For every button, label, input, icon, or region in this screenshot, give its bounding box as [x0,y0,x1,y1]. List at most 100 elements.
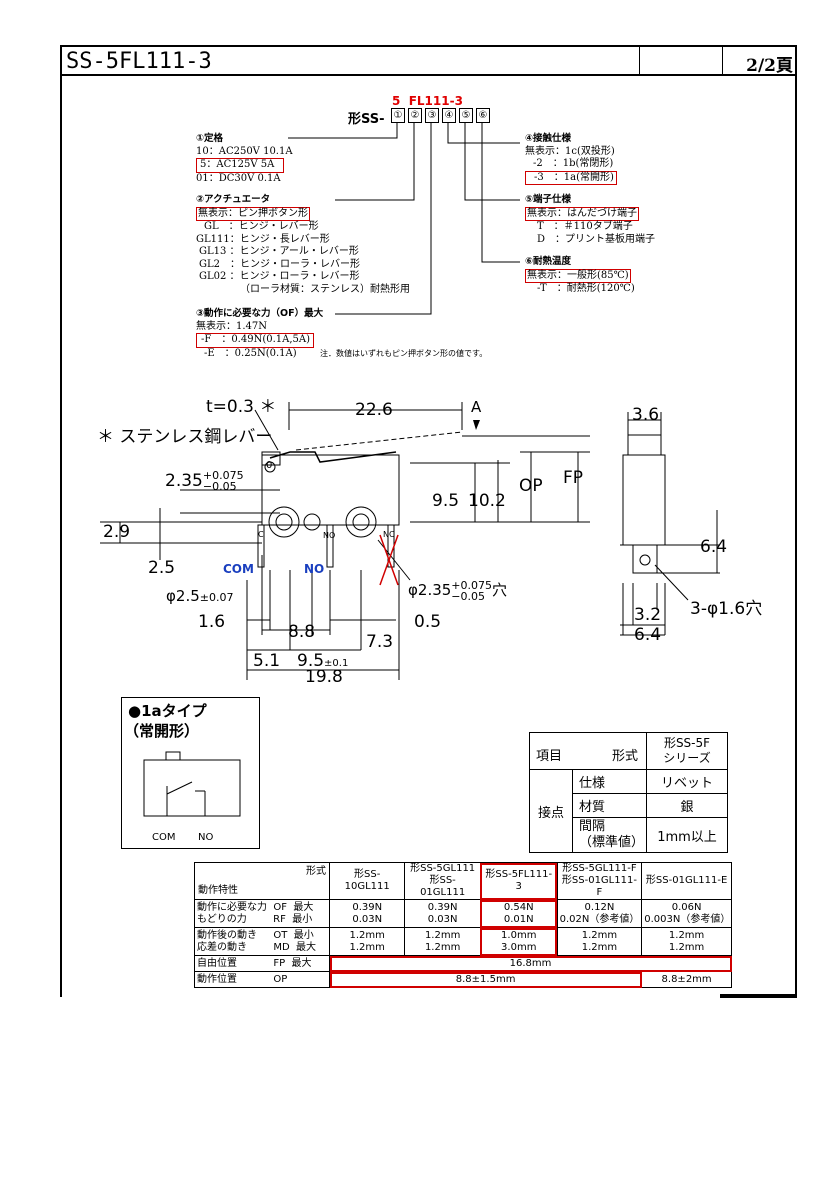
nc-small-label: NC [383,530,395,539]
actuator-line-1: 無表示：ピン押ボタン形 [196,206,310,221]
char-row-2-cell-1: 1.2mm 1.2mm [328,927,406,956]
char-row-2-cell-4: 1.2mm 1.2mm [556,927,643,956]
code-box-5: ⑤ [459,108,473,123]
spec-series: 形SS-5F シリーズ [646,732,728,770]
heat-line-2: -T ：耐熱形(120℃) [537,283,635,294]
actuator-line-2: GL ：ヒンジ・レバー形 [204,221,319,232]
rating-heading: ①定格 [196,133,224,144]
char-col-4: 形SS-5GL111-F 形SS-01GL111-F [556,862,643,900]
char-row-1-cell-1: 0.39N 0.03N [328,899,406,928]
char-row-1-cell-2: 0.39N 0.03N [404,899,481,928]
dim-3-phi: 3-φ1.6穴 [690,599,763,619]
force-note: 注．数値はいずれもピン押ボタン形の値です。 [320,349,488,358]
actuator-line-7: （ローラ材質：ステンレス）耐熱形用 [240,283,410,295]
circuit-com: COM [152,832,176,843]
char-row-3-label: 自由位置 FP 最大 [194,955,330,972]
rating-line-1: 10：AC250V 10.1A [196,145,293,157]
dim-8-8: 8.8 [288,622,316,642]
heat-line-1: 無表示：一般形(85℃) [525,268,631,283]
actuator-line-3: GL111：ヒンジ・長レバー形 [196,233,330,245]
dim-0-5: 0.5 [414,612,442,632]
code-box-4: ④ [442,108,456,123]
no-small-label: NO [323,531,336,540]
frame-right [795,76,797,997]
dim-6-4b: 6.4 [634,625,662,645]
circuit-no: NO [198,832,214,843]
spec-row-2-label: 材質 [572,793,647,818]
contact-line-2: -2 ：1b(常閉形) [533,158,614,169]
hole-left-inner [275,513,293,531]
circuit-box: ●1aタイプ （常開形） COM NO [121,697,260,849]
contact-section: ④接触仕様 無表示：1c(双投形) -2 ：1b(常閉形) -3 ：1a(常開形… [525,133,617,185]
spec-row-3-label: 間隔 （標準値） [572,817,647,853]
dim-9-5: 9.5 [432,491,460,511]
char-row-3-span: 16.8mm [329,955,732,972]
no-label: NO [304,562,325,576]
char-col-3: 形SS-5FL111-3 [479,862,558,900]
a-label: A [471,398,482,416]
lever-note: ＊ ステンレス鋼レバー [97,427,273,447]
dim-22-6: 22.6 [355,400,393,420]
rating-line-3: 01：DC30V 0.1A [196,172,281,184]
char-row-2-cell-2: 1.2mm 1.2mm [404,927,481,956]
phi-2-35-sup: +0.075 [451,578,493,592]
char-row-1-label: 動作に必要な力 OF 最大 もどりの力 RF 最小 [194,899,330,928]
lever-dashed [295,431,463,451]
phi-2-35-sub: −0.05 [451,589,486,603]
spec-table: 項目 形式 形SS-5F シリーズ 接点 仕様 リベット 材質 銀 間隔 （標準… [529,732,728,853]
model-code-boxes: ① ② ③ ④ ⑤ ⑥ [391,108,490,123]
page-cell: 2/2頁 [722,47,797,76]
dim-7-3: 7.3 [366,632,394,652]
terminal-line-3: D ：プリント基板用端子 [537,233,656,245]
dim-10-2: 10.2 [468,491,506,511]
blank-cell [639,47,723,74]
force-heading: ③動作に必要な力（OF）最大 [196,308,324,319]
code-box-1: ① [391,108,405,123]
dim-9-5b-value: 9.5 [297,651,325,671]
dim-2-35-main: 2.35 [165,471,203,491]
code-box-3: ③ [425,108,439,123]
phi-2-35-value: φ2.35 [408,581,452,599]
rating-section: ①定格 10：AC250V 10.1A 5：AC125V 5A 01：DC30V… [196,133,293,185]
rating-line-2: 5：AC125V 5A [196,158,284,173]
char-row-2-cell-5: 1.2mm 1.2mm [641,927,732,956]
phi-2-5-value: φ2.5 [166,587,200,605]
char-row-2-cell-3: 1.0mm 3.0mm [479,927,558,956]
char-col-5: 形SS-01GL111-E [641,862,732,900]
char-row-4-last: 8.8±2mm [641,971,732,988]
force-section: ③動作に必要な力（OF）最大 無表示：1.47N -F ：0.49N(0.1A,… [196,308,323,360]
contact-heading: ④接触仕様 [525,133,572,144]
phi-2-35-suffix: 穴 [492,581,508,599]
op-label: OP [519,476,543,496]
heat-heading: ⑥耐熱温度 [525,256,572,267]
spec-row-2-value: 銀 [646,793,728,818]
hole-right-outer [345,506,377,538]
fp-label: FP [563,468,584,488]
terminal-line-1: 無表示：はんだづけ端子 [525,206,639,221]
hole-left-outer [268,506,300,538]
lever [269,451,397,463]
char-row-1-cell-5: 0.06N 0.003N（参考値） [641,899,732,928]
t-note: t=0.3 ＊ [206,397,277,417]
nc-cross-2 [379,534,399,586]
char-corner-top: 形式 [306,866,326,877]
c-small-label: C [258,530,264,539]
contact-line-3: -3 ：1a(常開形) [525,170,617,185]
code-box-2: ② [408,108,422,123]
dim-19-8: 19.8 [305,667,343,687]
terminal-line-2: T ：＃110タブ端子 [537,221,633,232]
hole-mid [303,513,321,531]
frame-bottom [720,994,797,998]
side-view-top [627,434,662,456]
actuator-line-4: GL13 ：ヒンジ・アール・レバー形 [199,246,359,257]
lever-pivot [264,461,276,473]
char-row-1-cell-3: 0.54N 0.01N [479,899,558,928]
selected-model-code: 5 FL111-3 [392,94,463,108]
dim-6-4a: 6.4 [700,537,728,557]
actuator-line-5: GL2 ：ヒンジ・ローラ・レバー形 [199,258,360,270]
contact-line-1: 無表示：1c(双投形) [525,145,615,157]
char-corner-bottom: 動作特性 [198,885,238,896]
frame-left [60,76,62,997]
dim-3-6: 3.6 [632,405,660,425]
force-line-2: -F ：0.49N(0.1A,5A) [196,333,314,348]
